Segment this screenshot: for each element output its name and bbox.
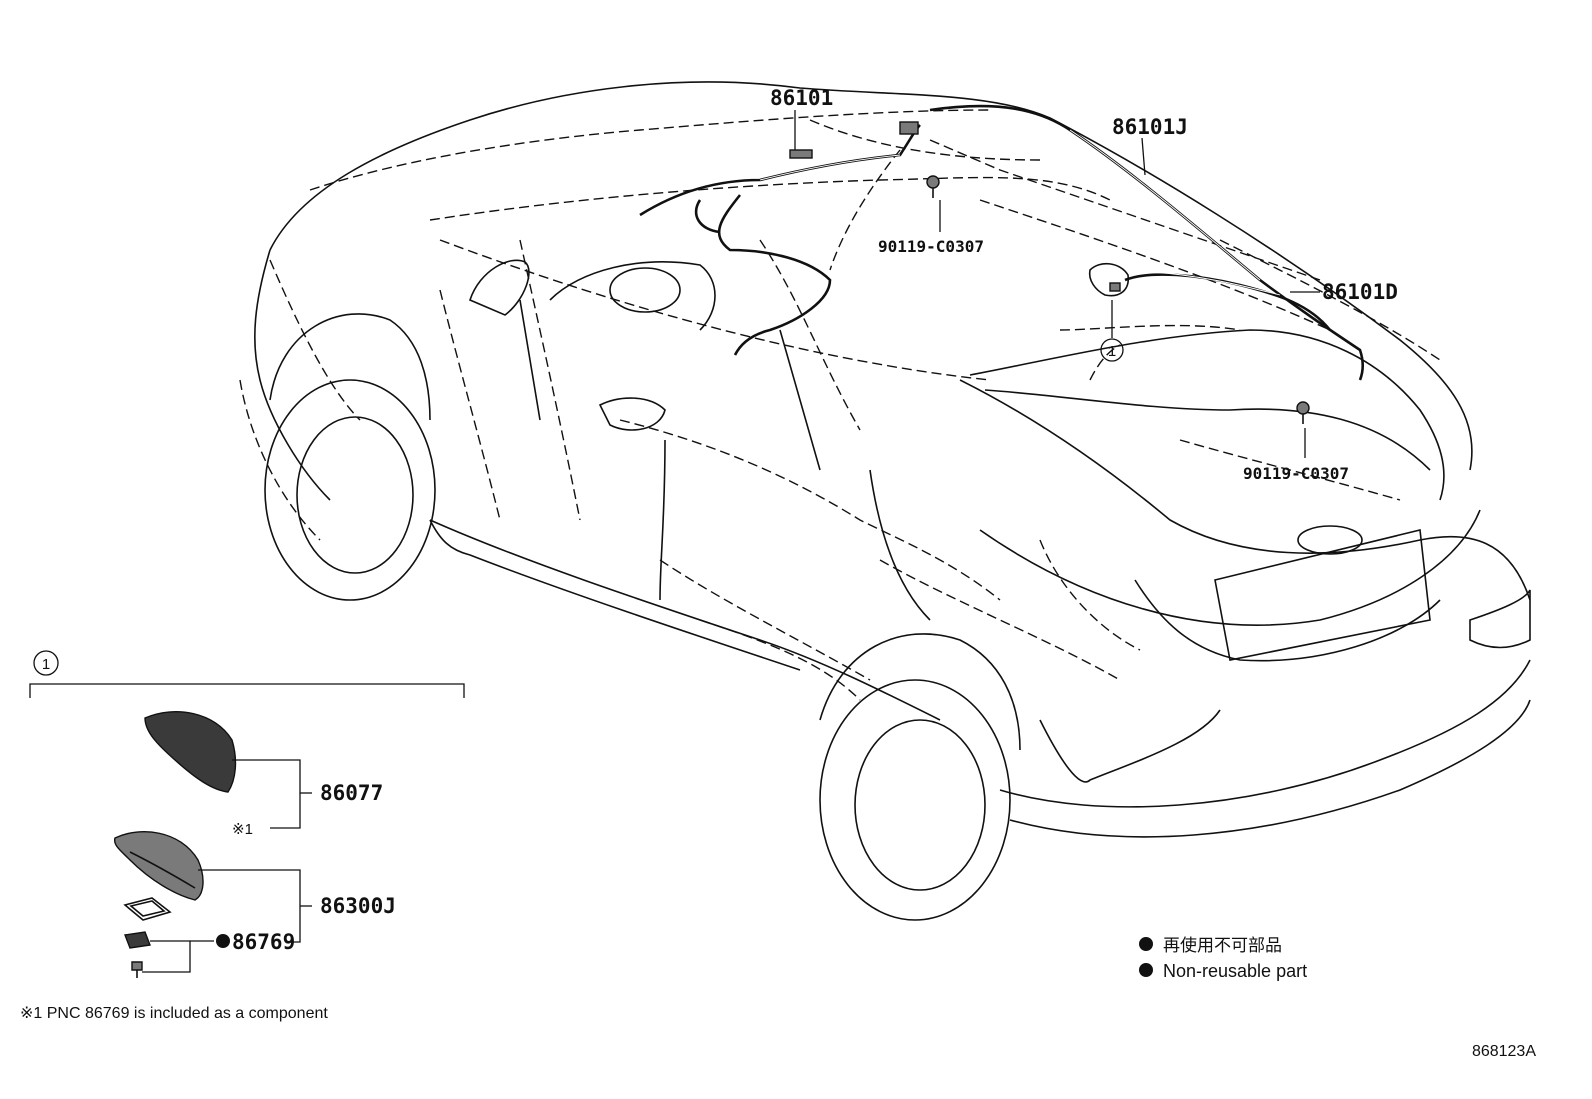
- group-marker-detail: 1: [42, 656, 50, 673]
- callout-90119-rear: 90119-C0307: [1243, 464, 1349, 483]
- callout-86077: 86077: [320, 781, 383, 805]
- antenna-cord-86101: [639, 121, 921, 356]
- callout-leaders: [794, 110, 1320, 458]
- legend: 再使用不可部品 Non-reusable part: [1139, 935, 1307, 981]
- vehicle-hidden-lines: [239, 109, 1441, 701]
- legend-dot-icon: [1139, 963, 1153, 977]
- bolt-icon: [1296, 401, 1310, 424]
- callout-86769: 86769: [232, 930, 295, 954]
- note-mark-1: ※1: [232, 821, 253, 838]
- legend-dot-icon: [1139, 937, 1153, 951]
- callout-86101D: 86101D: [1322, 280, 1398, 304]
- connector-icon: [899, 121, 919, 135]
- group-marker-on-vehicle: 1: [1100, 338, 1124, 362]
- svg-text:1: 1: [1108, 343, 1116, 360]
- bolt-icon: [926, 175, 940, 198]
- detail-group-1: 1: [29, 650, 465, 978]
- screw-icon: [131, 961, 143, 978]
- callout-86300J: 86300J: [320, 894, 396, 918]
- roof-antenna-base: [1088, 262, 1130, 297]
- antenna-cord-86101D: [1124, 271, 1332, 331]
- footnote: ※1 PNC 86769 is included as a component: [20, 1005, 328, 1022]
- legend-en: Non-reusable part: [1163, 961, 1307, 981]
- callout-90119-front: 90119-C0307: [878, 237, 984, 256]
- antenna-cord-86101J: [929, 104, 1365, 381]
- nut-part: [124, 931, 151, 949]
- legend-jp: 再使用不可部品: [1163, 935, 1282, 955]
- non-reusable-dot-icon: [216, 934, 230, 948]
- diagram-id: 868123A: [1472, 1043, 1536, 1060]
- connector-icon: [789, 149, 813, 159]
- antenna-cover-part: [144, 711, 237, 793]
- gasket-part: [123, 897, 172, 921]
- callout-86101: 86101: [770, 86, 833, 110]
- antenna-assembly-part: [113, 831, 204, 901]
- callout-86101J: 86101J: [1112, 115, 1188, 139]
- vehicle-outline: [254, 81, 1531, 921]
